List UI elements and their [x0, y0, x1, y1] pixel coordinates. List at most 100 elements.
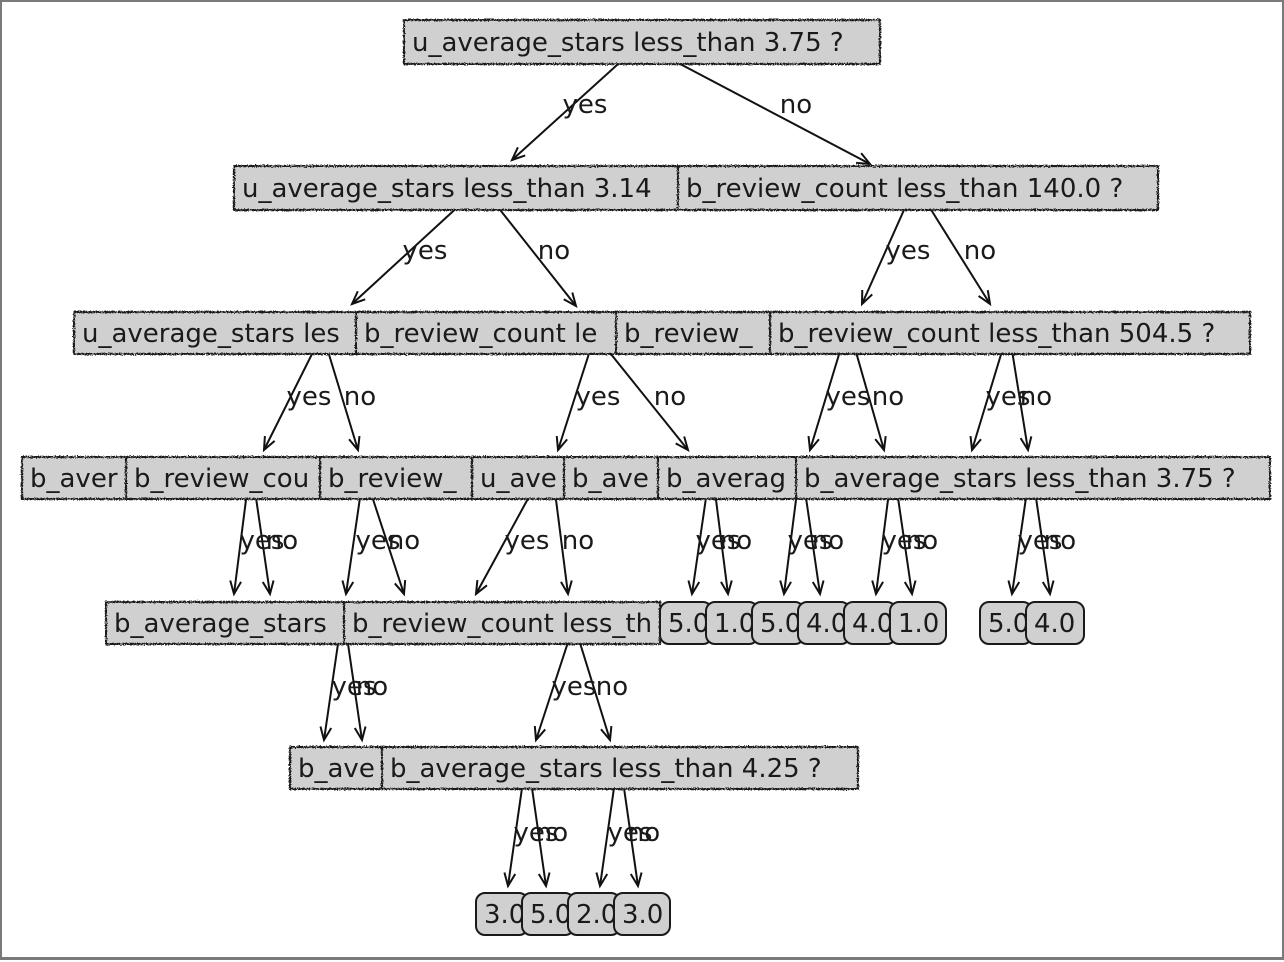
- leaf-node: 3.0: [613, 892, 671, 936]
- edge-arrow: [253, 483, 275, 597]
- edge-arrow: [323, 337, 361, 453]
- leaf-value: 4.0: [852, 609, 893, 639]
- edge-label-yes: yes: [826, 382, 871, 412]
- edge-arrow: [807, 337, 845, 453]
- edge-arrow: [803, 483, 825, 597]
- edge-label-no: no: [812, 526, 844, 556]
- split-condition: b_review_count less_than 140.0 ?: [686, 174, 1123, 204]
- split-box: [471, 456, 565, 500]
- edge-arrow: [229, 483, 249, 597]
- leaf-box: [1025, 601, 1085, 645]
- edge-label-yes: yes: [563, 90, 608, 120]
- edge-label-yes: yes: [505, 526, 550, 556]
- edge-arrow: [595, 773, 617, 889]
- leaf-node: 1.0: [889, 601, 947, 645]
- split-condition: b_ave: [572, 464, 649, 494]
- split-node: u_average_stars les: [73, 311, 357, 355]
- leaf-box: [889, 601, 947, 645]
- leaf-node: 5.0: [659, 601, 713, 645]
- edge-arrow: [529, 773, 551, 889]
- edge-arrow: [1033, 483, 1055, 597]
- split-box: [233, 165, 679, 211]
- edge-label-yes: yes: [240, 526, 285, 556]
- nodes-layer: u_average_stars less_than 3.75 ?u_averag…: [21, 19, 1271, 936]
- leaf-value: 4.0: [1034, 609, 1075, 639]
- split-box: [403, 19, 881, 65]
- edge-arrow: [262, 337, 321, 453]
- split-box: [343, 601, 661, 645]
- edge-label-no: no: [1044, 526, 1076, 556]
- edge-label-yes: yes: [403, 236, 448, 266]
- split-condition: b_average_stars less_than 3.75 ?: [804, 464, 1236, 494]
- edge-arrow: [345, 629, 367, 743]
- split-condition: b_average_stars less_than 4.25 ?: [390, 754, 822, 784]
- edge-label-no: no: [628, 818, 660, 848]
- leaf-box: [613, 892, 671, 936]
- split-node: b_review_count le: [355, 311, 617, 355]
- split-box: [769, 311, 1251, 355]
- edge-label-yes: yes: [332, 672, 377, 702]
- edge-label-yes: yes: [576, 382, 621, 412]
- edge-label-yes: yes: [882, 526, 927, 556]
- edge-label-yes: yes: [608, 818, 653, 848]
- edge-label-yes: yes: [514, 818, 559, 848]
- split-node: u_ave: [471, 456, 565, 500]
- split-box: [563, 456, 659, 500]
- edge-label-no: no: [654, 382, 686, 412]
- split-box: [657, 456, 797, 500]
- leaf-node: 5.0: [979, 601, 1033, 645]
- edge-arrow: [713, 483, 733, 597]
- edge-label-no: no: [720, 526, 752, 556]
- split-condition: b_review_: [624, 319, 753, 349]
- leaf-node: 4.0: [843, 601, 897, 645]
- split-box: [319, 456, 473, 500]
- split-condition: b_review_: [328, 464, 457, 494]
- split-box: [73, 311, 357, 355]
- edge-arrow: [969, 337, 1007, 453]
- edge-label-no: no: [344, 382, 376, 412]
- edge-arrow: [851, 337, 887, 453]
- split-node: b_review_count less_than 140.0 ?: [677, 165, 1159, 211]
- edge-arrow: [895, 483, 917, 597]
- edge-label-no: no: [356, 672, 388, 702]
- split-condition: b_aver: [30, 464, 118, 494]
- split-box: [105, 601, 345, 645]
- leaf-value: 3.0: [622, 900, 663, 930]
- split-node: b_review_count less_th: [343, 601, 661, 645]
- split-node: b_average_stars less_than 4.25 ?: [381, 746, 859, 790]
- split-node: b_averag: [657, 456, 797, 500]
- split-node: b_aver: [21, 456, 127, 500]
- edge-arrow: [503, 773, 525, 889]
- edge-arrow: [621, 773, 643, 889]
- edge-arrow: [871, 483, 891, 597]
- leaf-node: 4.0: [797, 601, 851, 645]
- leaf-value: 2.0: [576, 900, 617, 930]
- edge-label-yes: yes: [552, 672, 597, 702]
- split-box: [355, 311, 617, 355]
- edge-label-no: no: [266, 526, 298, 556]
- leaf-node: 5.0: [751, 601, 805, 645]
- split-node: b_average_stars less_than 3.75 ?: [795, 456, 1271, 500]
- leaf-value: 3.0: [484, 900, 525, 930]
- leaf-node: 3.0: [475, 892, 529, 936]
- edge-arrow: [1007, 483, 1029, 597]
- edge-label-no: no: [388, 526, 420, 556]
- split-box: [381, 746, 859, 790]
- edge-label-no: no: [780, 90, 812, 120]
- split-condition: b_review_count le: [364, 319, 597, 349]
- edge-label-yes: yes: [886, 236, 931, 266]
- split-condition: b_review_cou: [134, 464, 309, 494]
- edge-arrow: [1009, 337, 1033, 453]
- leaf-value: 1.0: [898, 609, 939, 639]
- split-condition: b_average_stars: [114, 609, 327, 639]
- edge-arrow: [341, 483, 363, 597]
- edge-label-yes: yes: [788, 526, 833, 556]
- leaf-node: 2.0: [567, 892, 621, 936]
- split-node: b_ave: [289, 746, 383, 790]
- split-condition: u_ave: [480, 464, 557, 494]
- edge-arrow: [575, 629, 613, 743]
- split-condition: u_average_stars les: [82, 319, 340, 349]
- edge-label-no: no: [562, 526, 594, 556]
